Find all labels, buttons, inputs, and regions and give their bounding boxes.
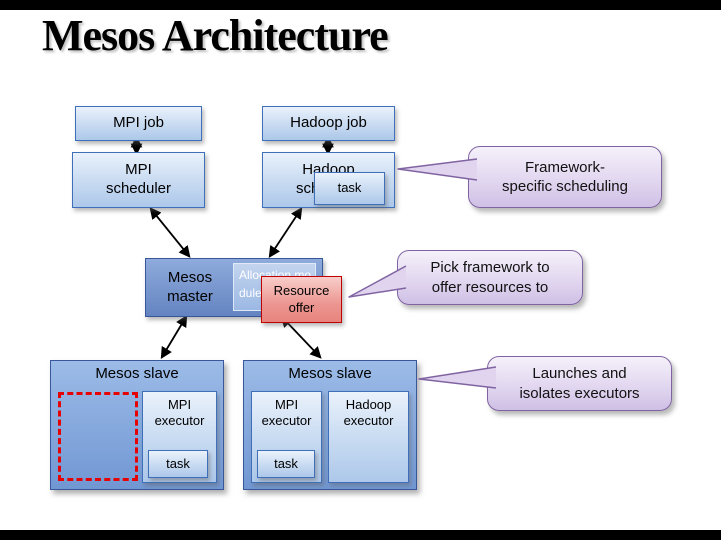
left-task-label: task xyxy=(166,455,190,471)
hadoop-job-box: Hadoop job xyxy=(262,106,395,141)
callout-framework-scheduling-text: Framework- specific scheduling xyxy=(502,158,628,196)
mesos-master-label: Mesos master xyxy=(167,268,213,305)
left-mpi-executor-label: MPI executor xyxy=(154,397,205,429)
mesos-master-label-area: Mesos master xyxy=(146,259,234,316)
arrow-master-left-slave xyxy=(160,314,188,360)
scheduler-task-box: task xyxy=(314,172,385,205)
slide-title: Mesos Architecture xyxy=(42,11,389,60)
left-task-box: task xyxy=(148,450,208,478)
callout-launches-executors-text: Launches and isolates executors xyxy=(519,365,640,402)
right-task-box: task xyxy=(257,450,315,478)
right-hadoop-executor-box: Hadoop executor xyxy=(328,391,409,483)
bottom-letterbox-bar xyxy=(0,530,721,540)
right-mpi-executor-label: MPI executor xyxy=(261,397,312,429)
top-letterbox-bar xyxy=(0,0,721,10)
resource-offer-label: Resource offer xyxy=(273,283,330,315)
mpi-scheduler-box: MPI scheduler xyxy=(72,152,205,208)
left-slave-label: Mesos slave xyxy=(95,365,179,382)
mpi-job-box: MPI job xyxy=(75,106,202,141)
callout-launches-executors-pointer xyxy=(418,366,497,389)
callout-framework-scheduling-pointer xyxy=(397,158,478,181)
callout-framework-scheduling: Framework- specific scheduling xyxy=(468,146,662,208)
callout-pick-framework-text: Pick framework to offer resources to xyxy=(430,259,550,296)
arrow-hadoop-scheduler-master xyxy=(268,207,303,258)
mpi-job-label: MPI job xyxy=(113,114,164,132)
right-hadoop-executor-label: Hadoop executor xyxy=(343,397,394,429)
callout-launches-executors: Launches and isolates executors xyxy=(487,356,672,411)
right-slave-label: Mesos slave xyxy=(288,365,372,382)
arrow-mpi-scheduler-master xyxy=(149,207,191,258)
callout-pick-framework: Pick framework to offer resources to xyxy=(397,250,583,305)
hadoop-job-label: Hadoop job xyxy=(290,114,367,132)
right-mesos-slave-box: Mesos slave MPI executor task Hadoop exe… xyxy=(243,360,417,490)
resource-offer-box: Resource offer xyxy=(261,276,342,323)
mpi-scheduler-label: MPI scheduler xyxy=(105,161,172,197)
scheduler-task-label: task xyxy=(337,180,362,196)
left-mesos-slave-box: Mesos slave MPI executor task xyxy=(50,360,224,490)
arrow-master-right-slave xyxy=(280,315,322,359)
right-task-label: task xyxy=(274,455,298,471)
dashed-placeholder-box xyxy=(58,392,138,481)
